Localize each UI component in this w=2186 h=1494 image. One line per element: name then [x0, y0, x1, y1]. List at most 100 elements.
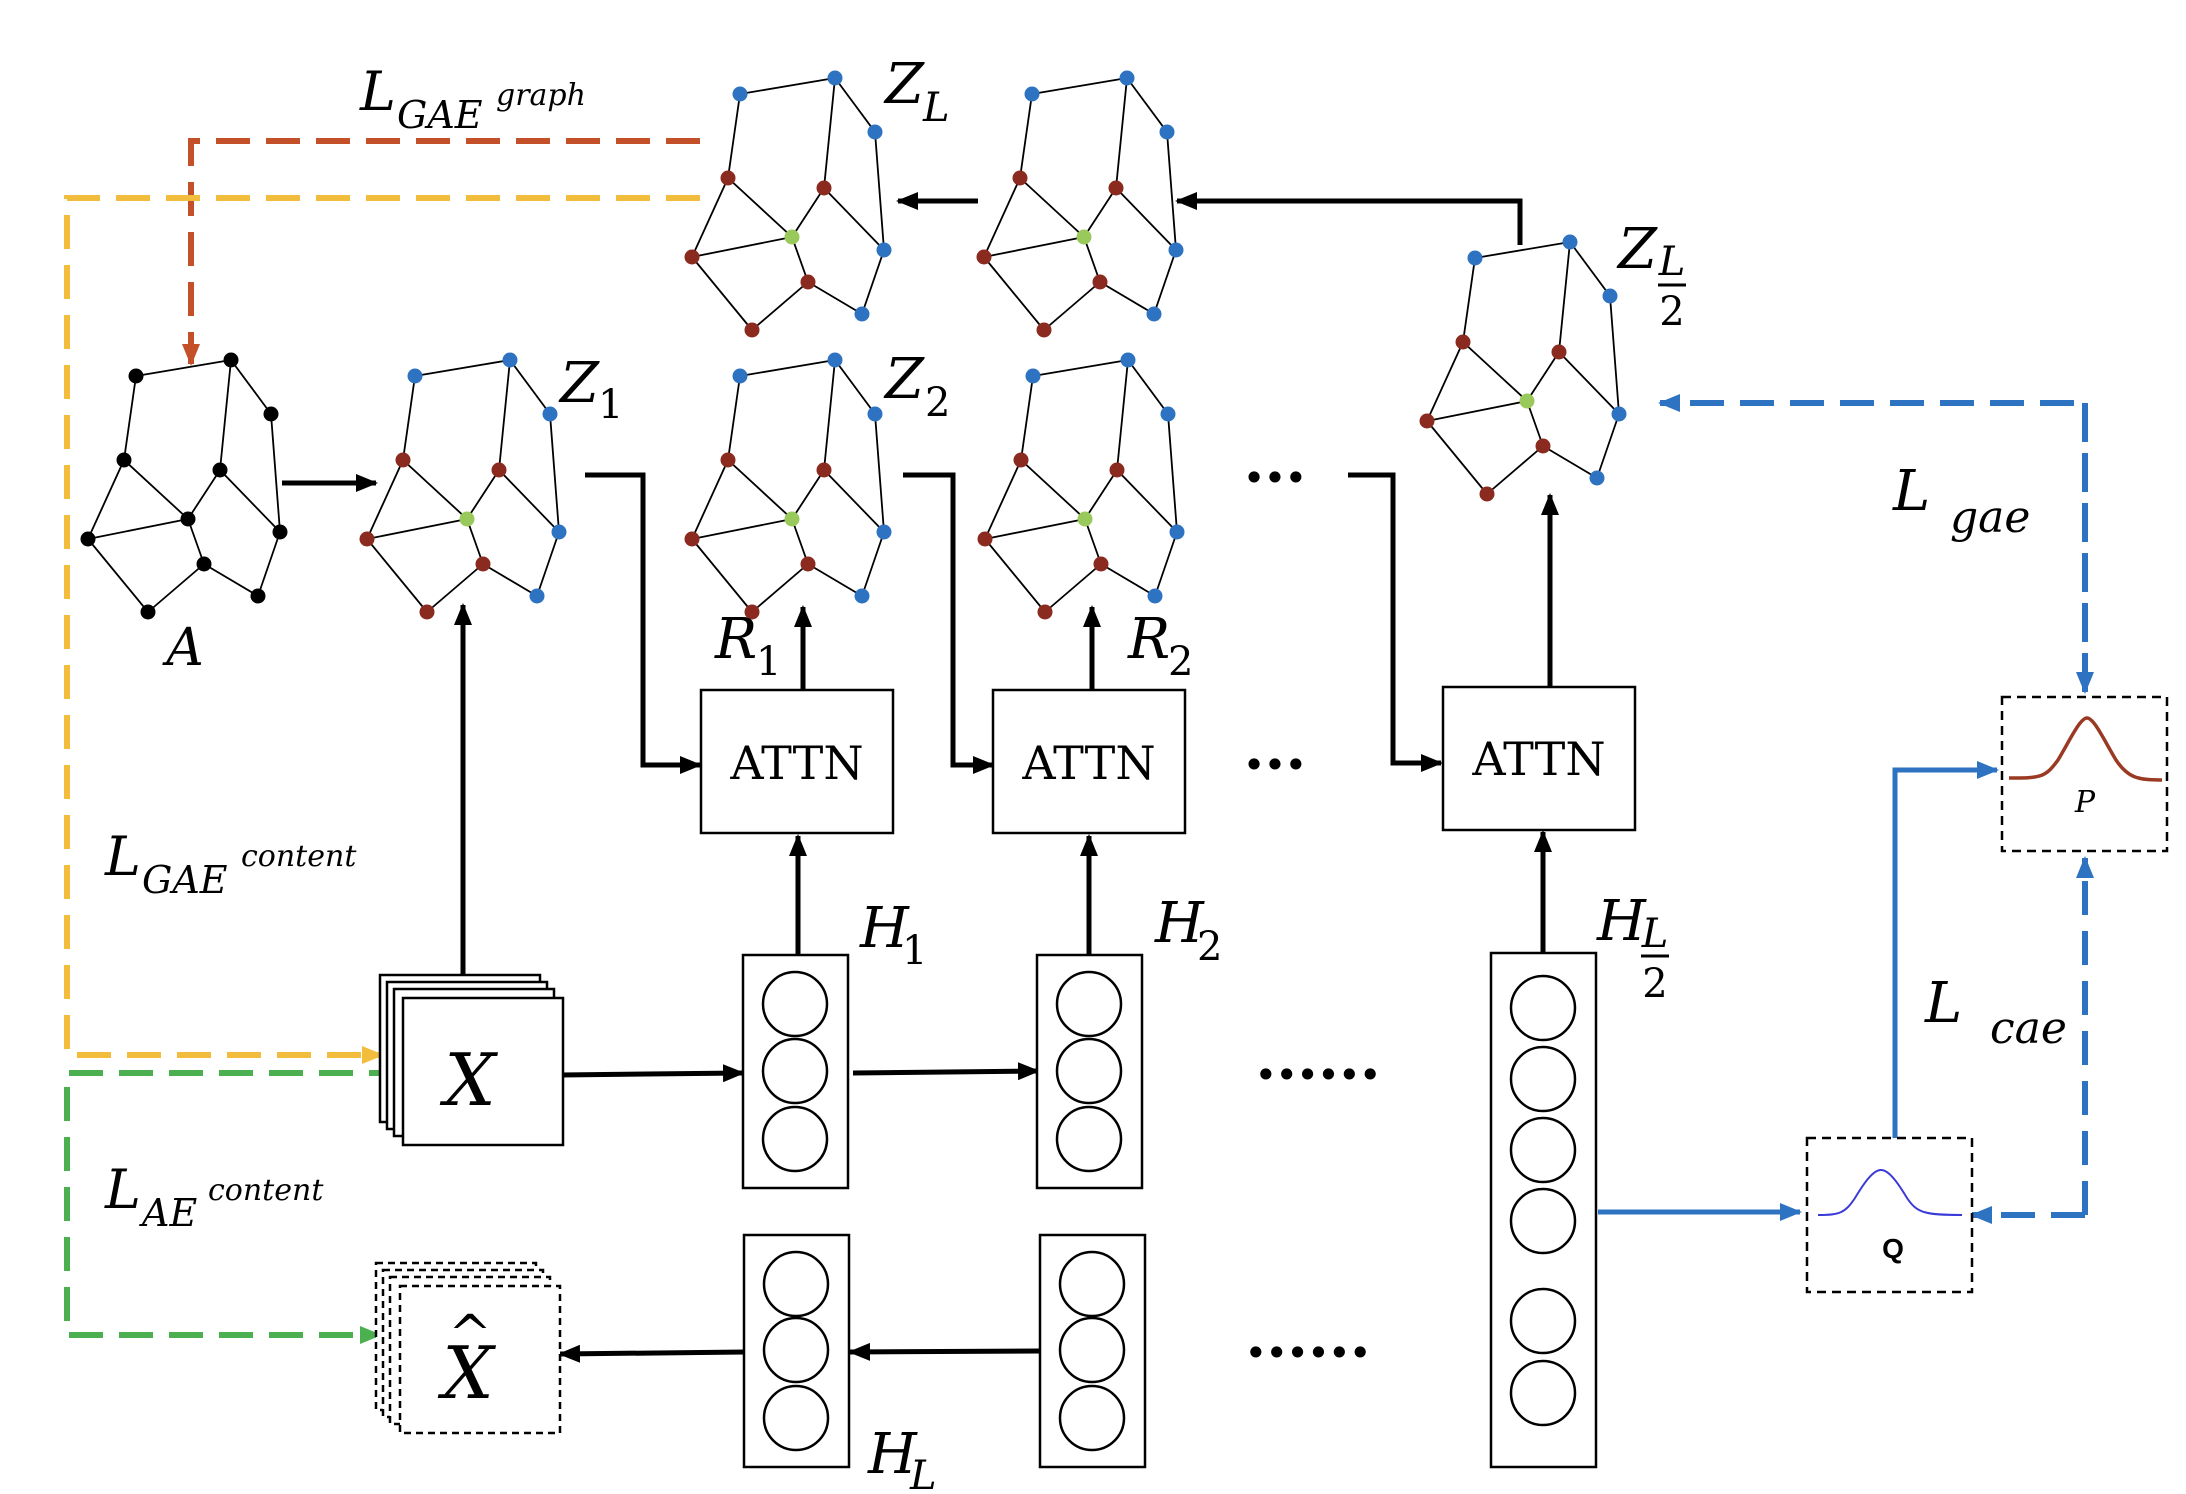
graph-edge — [87, 459, 125, 540]
feature-matrix-x: X — [378, 973, 565, 1147]
distribution-p: P — [2000, 695, 2169, 853]
z2-label-sub: 2 — [925, 380, 950, 426]
zhalf-to-top-arrow — [1175, 192, 1523, 245]
graph-node — [876, 242, 892, 258]
gae-loss-path — [1658, 394, 2088, 692]
graph-edge — [1154, 531, 1178, 597]
graph-node — [1108, 180, 1124, 196]
reconstructed-matrix-xhat: X ^ — [374, 1261, 562, 1435]
ellipsis-mid: ··· — [1244, 730, 1307, 800]
graph-edge — [1032, 359, 1129, 377]
gae-content-sup: content — [241, 839, 357, 874]
graph-node — [395, 452, 411, 468]
graph-edge — [1153, 249, 1177, 315]
graph-edge — [983, 177, 1021, 258]
graph-edge — [807, 281, 863, 315]
graph-edge — [984, 459, 1022, 540]
graph-edge — [791, 236, 809, 283]
graph-node — [1589, 470, 1605, 486]
graph-node — [1519, 393, 1535, 409]
distribution-q: Q — [1805, 1136, 1974, 1294]
graph-node — [720, 170, 736, 186]
graph-edge — [791, 187, 825, 238]
graph-edge — [691, 459, 729, 540]
graph-edge — [1596, 413, 1620, 479]
graph-edge — [727, 375, 741, 461]
h2-label-sub: 2 — [1197, 924, 1222, 970]
graph-edge — [1044, 563, 1102, 613]
graph-node — [1076, 229, 1092, 245]
graph-node — [542, 406, 558, 422]
graph-edge — [414, 359, 511, 377]
graph-z3 — [977, 352, 1185, 620]
graph-node — [250, 588, 266, 604]
graph-edge — [366, 518, 468, 540]
graph-edge — [1019, 177, 1085, 238]
graph-node — [816, 180, 832, 196]
attn-block-1: ATTN — [699, 688, 895, 835]
graph-edge — [1486, 445, 1544, 495]
graph-node — [128, 368, 144, 384]
graph-edge — [219, 359, 232, 471]
loss-label-cae: L cae — [1924, 971, 2067, 1054]
graph-node — [854, 306, 870, 322]
graph-edge — [187, 469, 221, 520]
gae-graph-sup: graph — [496, 78, 586, 113]
q-label: Q — [1882, 1233, 1904, 1264]
graph-top-mid — [976, 70, 1184, 338]
h1-label-sub: 1 — [902, 928, 927, 974]
hhalf-label-num: L — [1641, 911, 1669, 957]
graph-edge — [791, 518, 809, 565]
zhalf-label-main: Z — [1616, 217, 1658, 282]
graph-node — [1077, 511, 1093, 527]
graph-edge — [691, 236, 793, 258]
graph-node — [876, 524, 892, 540]
graph-edge — [1127, 359, 1169, 415]
graph-edge — [230, 359, 272, 415]
layer-decoder-mid — [1038, 1233, 1147, 1469]
h2-label-main: H — [1154, 891, 1205, 956]
graph-node — [1146, 306, 1162, 322]
loss-label-gae: L gae — [1892, 459, 2030, 543]
graph-node — [684, 531, 700, 547]
graph-edge — [1115, 77, 1128, 189]
layer-h1 — [741, 953, 850, 1190]
graph-node — [1036, 322, 1052, 338]
graph-node — [1169, 524, 1185, 540]
graph-node — [816, 462, 832, 478]
h1-to-h2-arrow — [852, 1062, 1040, 1081]
graph-node — [976, 249, 992, 265]
loss-label-gae-graph: L GAE graph — [359, 60, 586, 137]
zhalf-label-num: L — [1658, 239, 1686, 285]
gae-graph-l: L — [359, 60, 396, 123]
graph-edge — [1426, 420, 1488, 495]
graph-node — [196, 556, 212, 572]
graph-edge — [1116, 359, 1129, 471]
graph-node — [867, 124, 883, 140]
graph-node — [529, 588, 545, 604]
ae-content-sup: content — [208, 1173, 324, 1208]
graph-edge — [751, 281, 809, 331]
graph-edge — [1100, 563, 1156, 597]
attn-3-label: ATTN — [1471, 732, 1605, 786]
attn-block-3: ATTN — [1441, 685, 1637, 832]
graph-edge — [1126, 77, 1168, 133]
p-label: P — [2074, 785, 2096, 820]
graph-edge — [1167, 413, 1178, 533]
graph-z2 — [684, 352, 892, 620]
q-curve — [1817, 1168, 1963, 1216]
graph-node — [491, 462, 507, 478]
graph-edge — [1474, 241, 1571, 259]
graph-edge — [739, 77, 836, 95]
graph-node — [1025, 368, 1041, 384]
graph-edge — [498, 359, 511, 471]
graph-edge — [1462, 341, 1528, 402]
graph-edge — [87, 518, 189, 540]
q-to-p-arrow — [1892, 761, 1999, 1138]
graph-node — [1419, 413, 1435, 429]
hl-to-xhat-arrow — [558, 1344, 746, 1363]
z1-label-sub: 1 — [598, 382, 623, 428]
graph-edge — [270, 413, 281, 533]
graph-edge — [402, 375, 416, 461]
graph-edge — [366, 459, 404, 540]
